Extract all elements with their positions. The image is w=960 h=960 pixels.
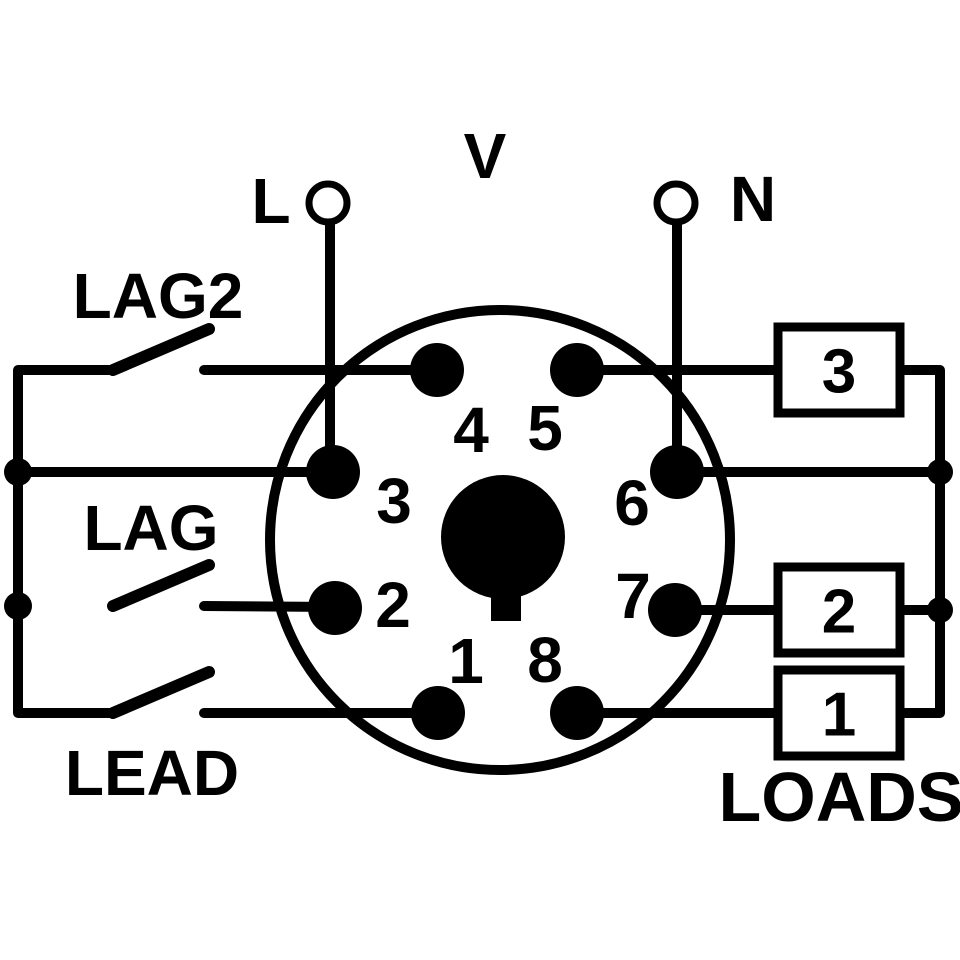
lead-switch-blade bbox=[107, 666, 215, 719]
socket-outline-circle bbox=[265, 305, 735, 775]
live-terminal-label: L bbox=[251, 165, 290, 237]
neutral-terminal-circle bbox=[653, 180, 699, 226]
supply-section: V L N bbox=[251, 120, 776, 477]
socket-pin-8 bbox=[550, 686, 604, 740]
loads-section: 3 2 1 LOADS bbox=[572, 322, 960, 836]
socket-pin-7 bbox=[648, 583, 702, 637]
socket-pin-1 bbox=[411, 686, 465, 740]
load3-label: 3 bbox=[822, 338, 856, 407]
right-bus-wire bbox=[895, 365, 945, 718]
socket-pin-6 bbox=[650, 445, 704, 499]
lag-switch-blade bbox=[107, 559, 215, 612]
neutral-terminal-label: N bbox=[730, 163, 776, 235]
pin2-number: 2 bbox=[375, 569, 411, 641]
pin1-number: 1 bbox=[448, 625, 484, 697]
socket-pin-4 bbox=[410, 343, 464, 397]
pin3-number: 3 bbox=[376, 465, 412, 537]
socket-pin-2 bbox=[308, 581, 362, 635]
load2-label: 2 bbox=[822, 578, 856, 647]
pin6-number: 6 bbox=[614, 467, 650, 539]
lag2-switch-blade bbox=[107, 323, 215, 376]
switch-section: LAG2 LAG LEAD bbox=[4, 260, 443, 809]
right-bus-junction-upper bbox=[927, 459, 953, 485]
pin4-number: 4 bbox=[453, 394, 489, 466]
load1-box bbox=[773, 665, 905, 761]
socket-pin-3 bbox=[306, 445, 360, 499]
load2-box bbox=[773, 562, 905, 658]
octal-socket: 4 5 3 6 2 7 1 8 bbox=[265, 305, 735, 775]
lag-switch-label: LAG bbox=[83, 492, 218, 564]
socket-keyway-tab bbox=[491, 592, 521, 621]
socket-center-spigot bbox=[441, 475, 565, 599]
right-bus-junction-lower bbox=[927, 597, 953, 623]
pin5-number: 5 bbox=[527, 392, 563, 464]
voltage-label: V bbox=[464, 120, 507, 192]
load3-box bbox=[773, 322, 905, 418]
lag2-switch-label: LAG2 bbox=[73, 260, 244, 332]
load1-label: 1 bbox=[822, 681, 856, 750]
pin8-number: 8 bbox=[527, 624, 563, 696]
lead-switch-label: LEAD bbox=[65, 737, 239, 809]
loads-section-label: LOADS bbox=[719, 758, 960, 836]
pin7-number: 7 bbox=[615, 560, 651, 632]
live-terminal-circle bbox=[305, 180, 351, 226]
left-bus-junction-lower bbox=[4, 592, 32, 620]
left-bus-wire bbox=[13, 365, 118, 718]
socket-pin-5 bbox=[550, 343, 604, 397]
